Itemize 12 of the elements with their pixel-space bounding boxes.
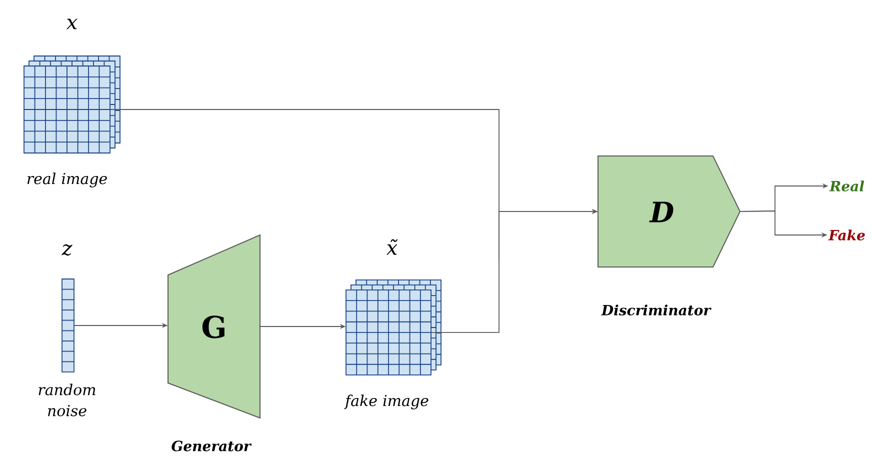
output-label: Fake: [828, 230, 865, 240]
output-label: Real: [829, 180, 864, 192]
symbol-label: x: [66, 18, 78, 30]
image-label: random noise: [38, 384, 96, 416]
discriminator-pentagon: D: [598, 156, 741, 268]
module-name: Discriminator: [601, 304, 712, 316]
symbol-label: z: [62, 244, 72, 256]
module-name: Generator: [172, 440, 252, 452]
generator-trapezoid: G: [168, 234, 260, 419]
image-label: fake image: [344, 394, 428, 410]
symbol-label: x̃: [386, 239, 398, 255]
image-label: real image: [27, 172, 107, 188]
